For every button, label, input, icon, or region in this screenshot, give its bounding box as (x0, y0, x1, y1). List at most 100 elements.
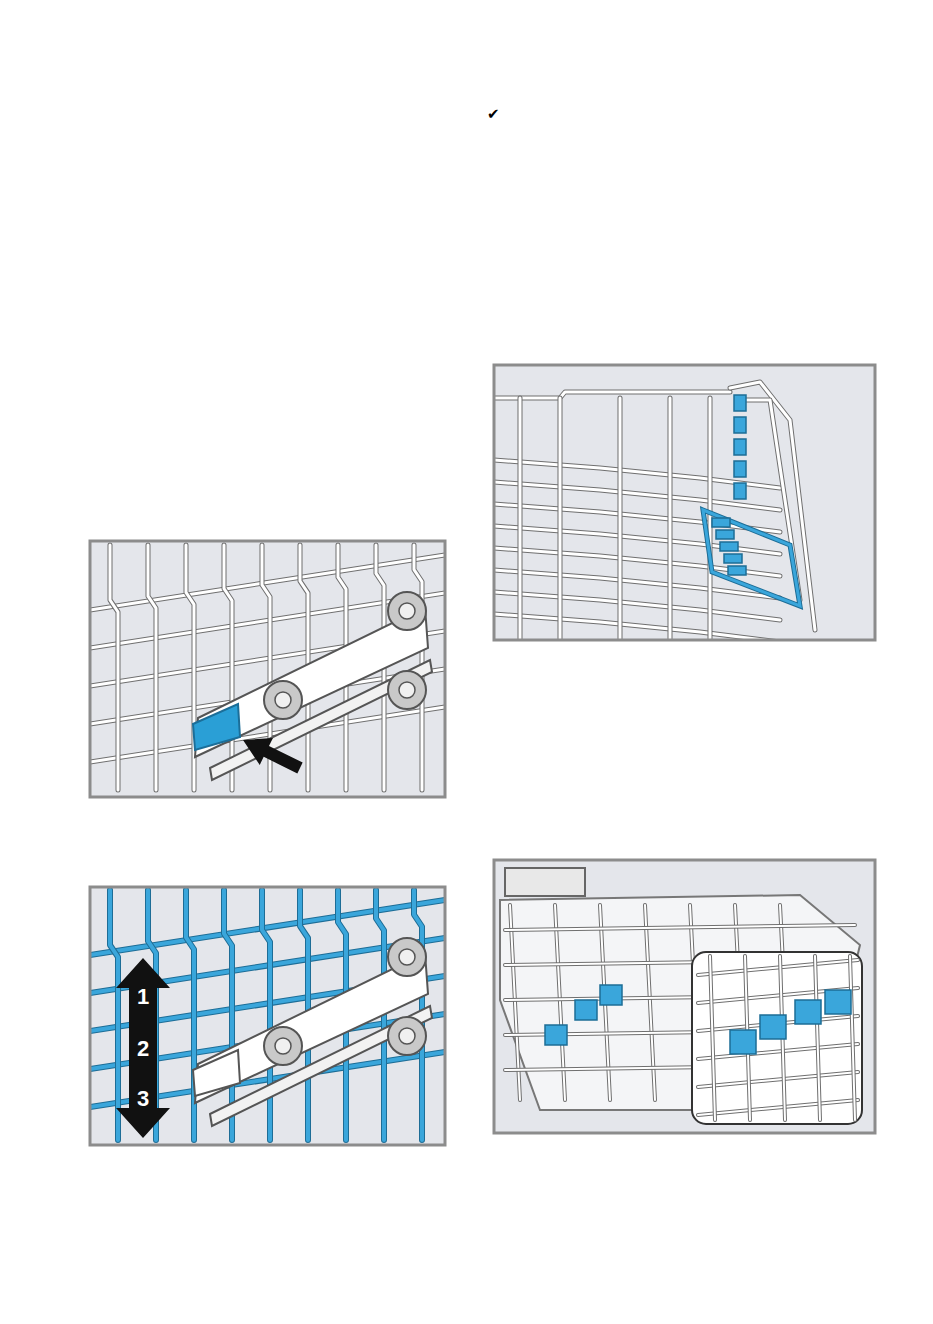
panel-drawing (90, 890, 445, 1140)
rack-wire-outline (698, 1044, 858, 1059)
upright-tine (734, 417, 746, 433)
rail-wheel (388, 938, 426, 976)
rack-wire (698, 1100, 858, 1115)
rack-wire (669, 398, 672, 640)
callout-number: 1 (128, 986, 158, 1008)
rack-wire (148, 545, 156, 790)
rack-clip (545, 1025, 567, 1045)
rack-clip (760, 1015, 786, 1039)
rack-wire (698, 1044, 858, 1059)
rail-bar (210, 660, 432, 780)
upright-tine (734, 461, 746, 477)
fold-tine (720, 542, 738, 551)
rack-wire-outline (815, 956, 820, 1120)
rack-wire (186, 545, 194, 790)
rack-wire (559, 398, 562, 640)
panel-ground (90, 541, 445, 797)
rack-wire-outline (850, 956, 855, 1120)
release-button (193, 704, 240, 750)
rail-wheel (264, 1027, 302, 1065)
rack-wire-outline (698, 1100, 858, 1115)
rail-bar (210, 1006, 432, 1126)
fold-tine (716, 530, 734, 539)
rack-clip (575, 1000, 597, 1020)
rack-wire-outline (618, 398, 623, 640)
height-arrow-up (116, 958, 170, 1049)
upright-tine (734, 395, 746, 411)
rack-wire (645, 905, 655, 1100)
detail-inset (692, 952, 862, 1124)
fold-rack (703, 510, 800, 606)
wheel-hub (275, 692, 291, 708)
rack-wire (110, 545, 118, 790)
wheel-hub (399, 682, 415, 698)
panel-frame (90, 541, 445, 797)
rail-wheel (264, 681, 302, 719)
rack-wire (224, 545, 232, 790)
rack-wire-outline (186, 545, 194, 790)
rack-wire-outline (186, 890, 194, 1140)
rack-wire-outline (494, 614, 780, 640)
rack-wire (850, 956, 855, 1120)
rack-wire-outline (224, 890, 232, 1140)
rack-wire-outline (262, 890, 270, 1140)
rack-wire (698, 960, 858, 975)
wheel-hub (399, 603, 415, 619)
height-arrow-down (116, 1049, 170, 1138)
rack-wire (698, 1072, 858, 1087)
rack-wire-outline (558, 398, 563, 640)
panel-drawing (90, 545, 445, 790)
rack-wire-outline (505, 925, 855, 930)
rack-wire (110, 890, 118, 1140)
release-button (193, 1050, 240, 1096)
rack-wire (709, 398, 712, 640)
rack-wire-outline (110, 890, 118, 1140)
rack-wire (224, 890, 232, 1140)
rack-wire-outline (148, 545, 156, 790)
rack-clip (730, 1030, 756, 1054)
rack-wire-outline (668, 398, 673, 640)
panel-ground (494, 365, 875, 640)
wheel-hub (275, 1038, 291, 1054)
rack-wire-outline (698, 960, 858, 975)
fold-rack-frame (703, 510, 800, 606)
fold-tine (712, 518, 730, 527)
rack-wire (519, 398, 522, 640)
fold-tine (724, 554, 742, 563)
panel-frame (494, 860, 875, 1133)
rack-wire (815, 956, 820, 1120)
rail-wheel (388, 1017, 426, 1055)
upright-tine (734, 439, 746, 455)
callout-number: 3 (128, 1088, 158, 1110)
upright-tine (734, 483, 746, 499)
rack-wire (505, 925, 855, 930)
panel-drawing (500, 868, 862, 1124)
rack-wire-outline (698, 1072, 858, 1087)
rack-wire (710, 956, 715, 1120)
rack-clip (600, 985, 622, 1005)
rack-clip (825, 990, 851, 1014)
rack-wire-outline (110, 545, 118, 790)
rack-wire-outline (710, 956, 715, 1120)
panel-ground (90, 887, 445, 1145)
check-mark: ✔ (487, 106, 500, 121)
panel-frame (90, 887, 445, 1145)
panel-ground (494, 860, 875, 1133)
wheel-hub (399, 1028, 415, 1044)
rack-wire (262, 890, 270, 1140)
rail-wheel (388, 671, 426, 709)
rack-wire-outline (494, 392, 730, 398)
panel-frame (494, 365, 875, 640)
rack-wire (186, 890, 194, 1140)
rail-wheel (388, 592, 426, 630)
rack-wire (740, 400, 800, 600)
rack-wire-outline (518, 398, 523, 640)
upper-rack (500, 895, 860, 1110)
rack-wire (494, 392, 730, 398)
panel-drawing (494, 382, 815, 640)
cutlery-tray (505, 868, 585, 896)
fold-tine (728, 566, 746, 575)
rack-clip (795, 1000, 821, 1024)
rack-wire (619, 398, 622, 640)
